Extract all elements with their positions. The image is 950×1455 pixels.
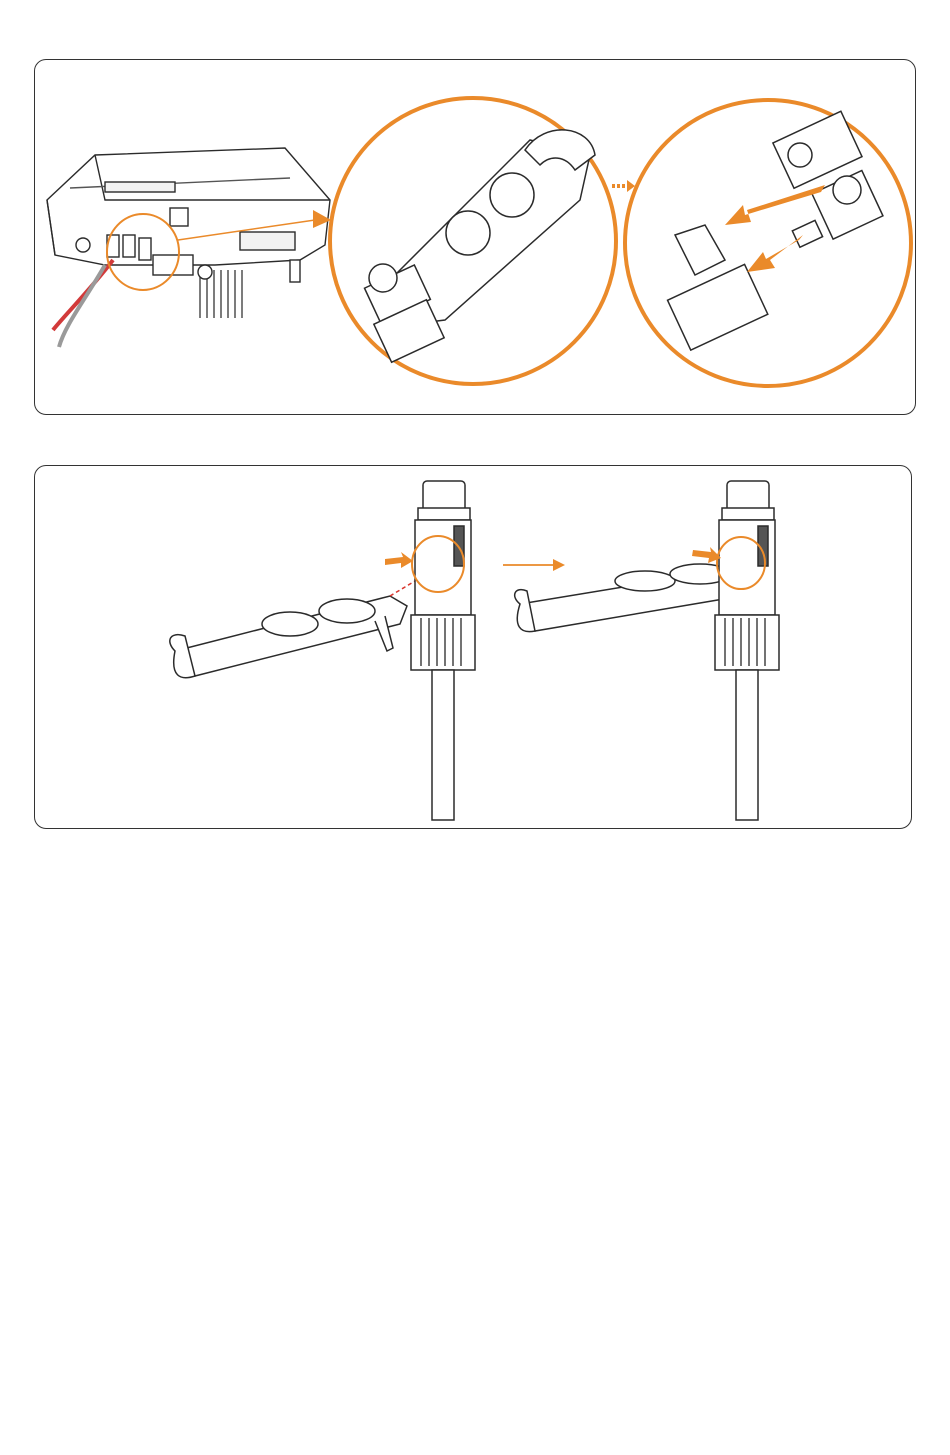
cable-grey-icon [59, 265, 105, 347]
panel-disconnect-overview [34, 59, 916, 415]
arrow-icon [385, 552, 413, 568]
panel-wrench-insertion [34, 465, 912, 829]
pv-connector-icon [715, 481, 779, 820]
panel-2-illustration [35, 466, 913, 830]
panel-1-illustration [35, 60, 917, 416]
arrow-icon [553, 559, 565, 571]
pv-connector-icon [411, 481, 475, 820]
zoom-circle-separated [625, 100, 911, 386]
wrench-icon [170, 596, 407, 678]
